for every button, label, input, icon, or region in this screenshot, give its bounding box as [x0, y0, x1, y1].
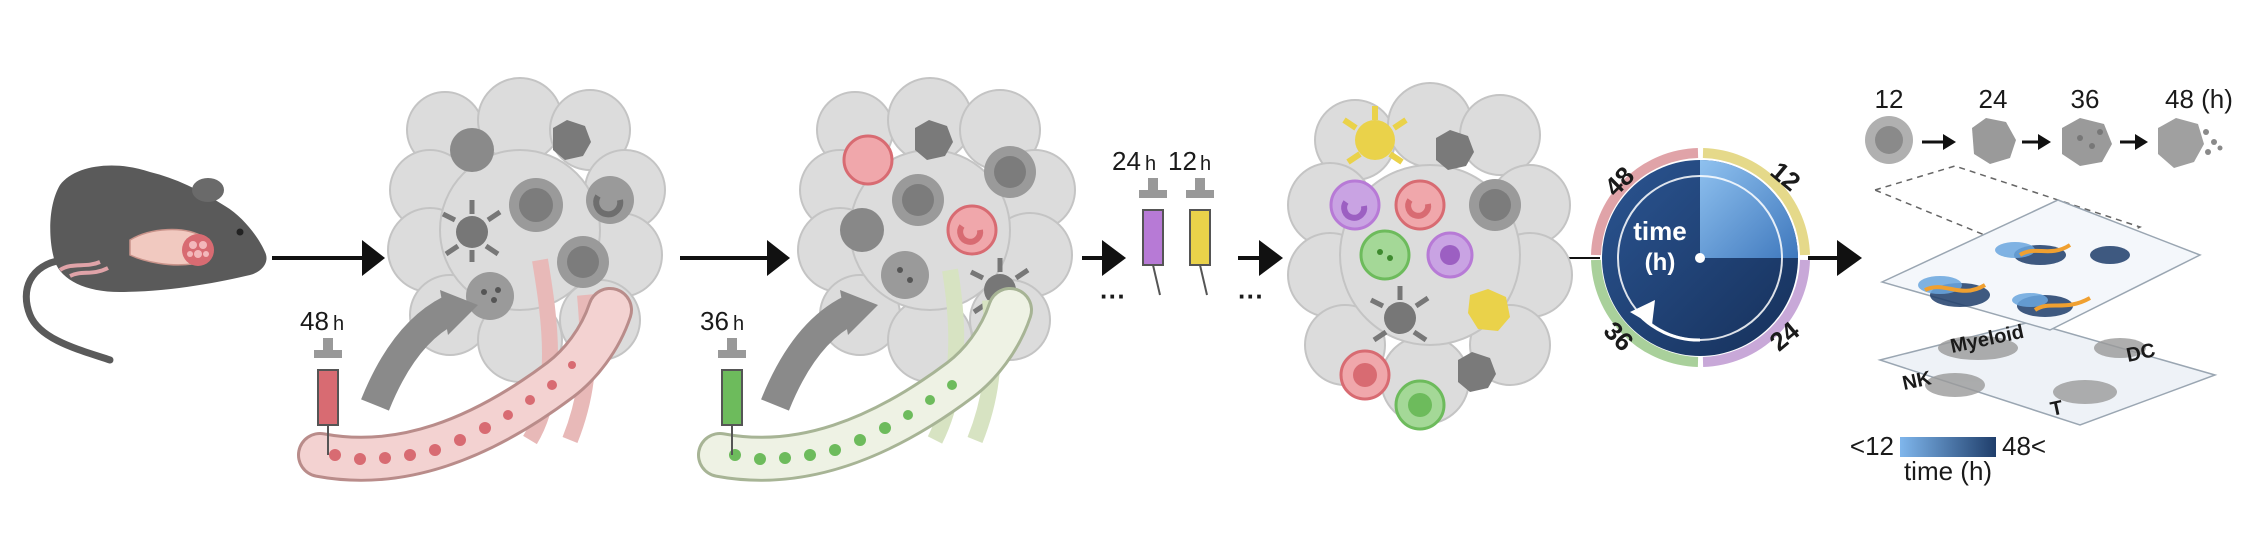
- cell-dark-1: [450, 128, 494, 172]
- time-colorbar: [1900, 437, 1996, 457]
- clock-center-title: time: [1633, 216, 1686, 246]
- syringe-unit-12: h: [1200, 153, 1211, 175]
- clock-arc-48: [1591, 148, 1699, 256]
- ellipsis-left: ···: [1100, 281, 1126, 311]
- syringe-red: [314, 338, 342, 455]
- cell-progression: [1865, 116, 2223, 168]
- time-clock: [1591, 148, 1810, 367]
- dendritic-cell-gray-3: [1369, 286, 1430, 343]
- blood-vessel-2: [697, 287, 1033, 482]
- syringe-unit-24: h: [1145, 153, 1156, 175]
- dendritic-cell-gray-1: [441, 200, 502, 262]
- cluster-plane: [1877, 321, 2218, 426]
- mouse-illustration: [22, 165, 267, 364]
- ellipsis-right: ···: [1238, 281, 1264, 311]
- blood-vessel-1: [297, 287, 633, 482]
- curved-arrow-2: [761, 296, 858, 411]
- clock-center-unit: (h): [1645, 249, 1676, 276]
- dendritic-cell-yellow: [1342, 106, 1408, 165]
- syringe-green: [718, 338, 746, 455]
- syringe-unit-48: h: [333, 313, 344, 335]
- syringe-label-12: 12: [1168, 146, 1197, 176]
- progression-label-48: 48 (h): [2165, 84, 2233, 114]
- progression-label-36: 36: [2071, 84, 2100, 114]
- progression-label-24: 24: [1979, 84, 2008, 114]
- clock-arc-12: [1702, 148, 1810, 256]
- syringe-label-36: 36: [700, 306, 729, 336]
- tumor-on-mouse: [182, 234, 214, 266]
- flow-arrows: [272, 240, 1862, 276]
- clock-arc-24: [1702, 259, 1810, 367]
- syringe-label-48: 48: [300, 306, 329, 336]
- curved-arrow-1: [361, 296, 458, 411]
- progression-label-12: 12: [1875, 84, 1904, 114]
- syringe-purple: [1139, 178, 1167, 296]
- syringe-yellow: [1186, 178, 1214, 296]
- colorbar-min-label: <12: [1850, 431, 1894, 461]
- tumor-3-labeled: [1287, 82, 1573, 431]
- colorbar-max-label: 48<: [2002, 431, 2046, 461]
- embedding-planes: [1872, 165, 2218, 426]
- clock-arc-36: [1591, 259, 1699, 367]
- colorbar-title: time (h): [1904, 456, 1992, 486]
- syringe-unit-36: h: [733, 313, 744, 335]
- syringe-label-24: 24: [1112, 146, 1141, 176]
- cluster-label-t: T: [2048, 397, 2065, 421]
